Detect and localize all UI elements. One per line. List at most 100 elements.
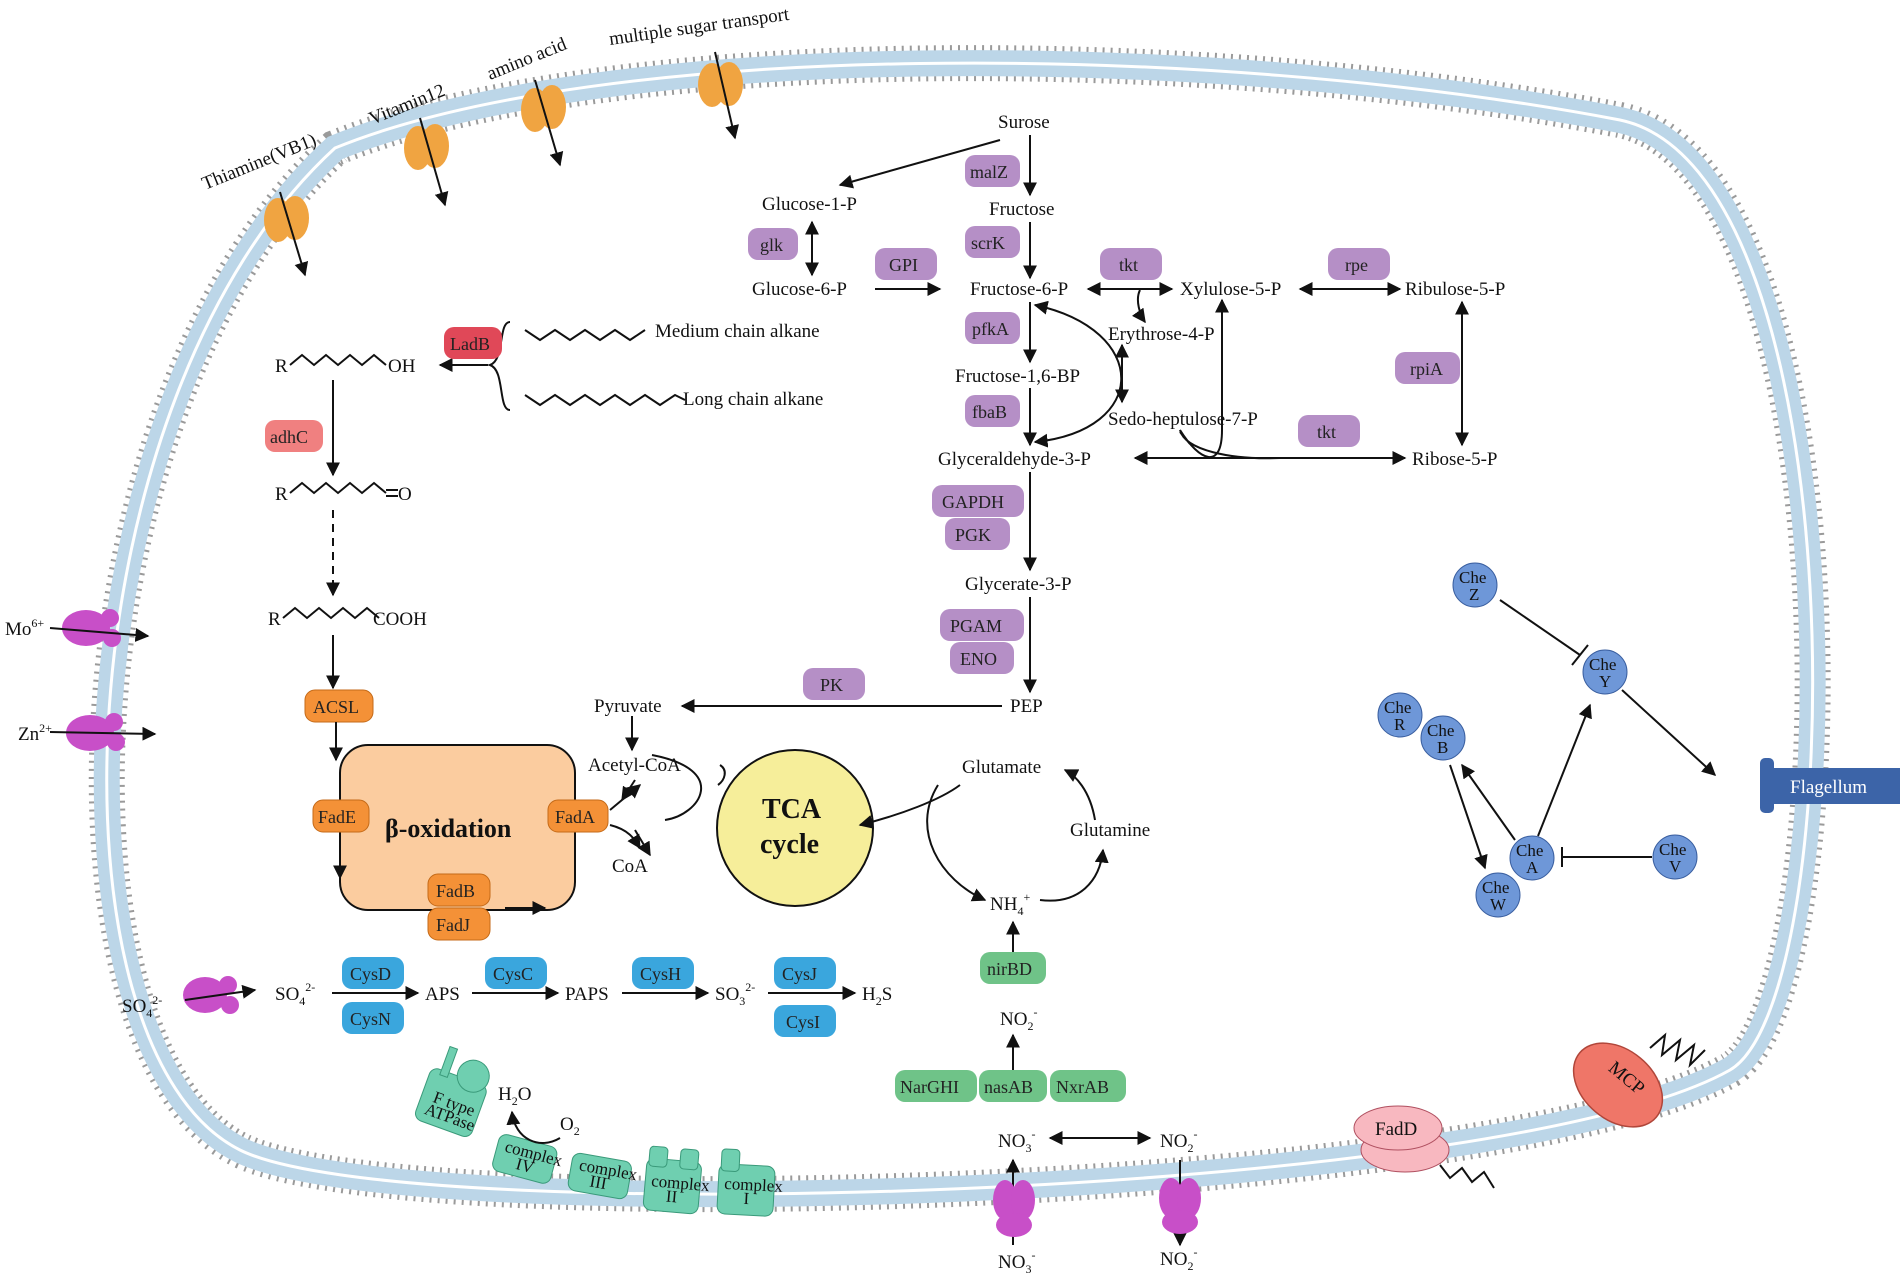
sulfur-metabolism: SO42- APS PAPS SO32- H2S CysD CysN CysC …: [275, 957, 892, 1037]
complex-iv-label: IV: [514, 1154, 537, 1177]
r-label-3: R: [268, 609, 281, 630]
enzyme-adhC: adhC: [270, 427, 308, 447]
enzyme-CysI: CysI: [786, 1012, 820, 1032]
zn-charge: 2+: [39, 721, 52, 735]
enzyme-scrK: scrK: [971, 233, 1005, 253]
chemotaxis: Che Z Che Y Che R Che B Che A Che W: [1353, 562, 1900, 1189]
svg-text:V: V: [1669, 857, 1682, 876]
glucose1p-label: Glucose-1-P: [762, 194, 857, 215]
enzyme-FadB: FadB: [436, 881, 475, 901]
enzyme-malZ: malZ: [970, 162, 1008, 182]
svg-text:Che: Che: [1459, 568, 1486, 587]
acetylcoa-label: Acetyl-CoA: [588, 755, 681, 776]
svg-text:Che: Che: [1516, 841, 1543, 860]
enzyme-PGAM: PGAM: [950, 616, 1002, 636]
no2-transporter: [1159, 1178, 1201, 1234]
complex-ii-label: II: [665, 1187, 678, 1207]
mo-label: Mo: [5, 619, 31, 640]
r-label-1: R: [275, 356, 288, 377]
glucose6p-label: Glucose-6-P: [752, 279, 847, 300]
h2s-label: H: [862, 984, 876, 1005]
svg-text:SO32-: SO32-: [715, 980, 755, 1008]
che-v: Che V: [1652, 834, 1698, 880]
svg-text:R: R: [1394, 715, 1406, 734]
no2-label: NO: [1000, 1009, 1027, 1030]
enzyme-glk: glk: [760, 235, 783, 255]
nitrogen-metabolism: Glutamate Glutamine NH4+ NO2- NO3- NO2- …: [858, 757, 1201, 1275]
complex-i-label: I: [743, 1189, 750, 1208]
svg-text:W: W: [1490, 895, 1507, 914]
so3-label: SO: [715, 984, 739, 1005]
flagellum: Flagellum: [1760, 758, 1900, 813]
che-y: Che Y: [1582, 649, 1628, 695]
o2-label: O: [560, 1114, 574, 1135]
enzyme-GPI: GPI: [889, 255, 918, 275]
glycerate3p-label: Glycerate-3-P: [965, 574, 1072, 595]
no3-label: NO: [998, 1131, 1025, 1152]
glutamate-label: Glutamate: [962, 757, 1041, 778]
surose-label: Surose: [998, 112, 1050, 133]
svg-text:O2: O2: [560, 1114, 580, 1138]
svg-text:complex: complex: [724, 1174, 784, 1196]
sedo7p-label: Sedo-heptulose-7-P: [1108, 409, 1258, 430]
complex-II: complex II: [642, 1145, 711, 1215]
oh-label: OH: [388, 356, 416, 377]
svg-text:H2O: H2O: [498, 1084, 531, 1108]
svg-text:NO2-: NO2-: [1160, 1245, 1197, 1273]
fadd-label: FadD: [1375, 1119, 1417, 1140]
svg-text:Che: Che: [1427, 721, 1454, 740]
beta-oxidation-label: β-oxidation: [385, 814, 512, 843]
svg-text:NO2-: NO2-: [1160, 1127, 1197, 1155]
erythrose4p-label: Erythrose-4-P: [1108, 324, 1215, 345]
beta-oxidation: β-oxidation FadE FadA FadB FadJ: [312, 744, 642, 941]
tca-cycle: TCA cycle: [716, 749, 874, 907]
complex-I: complex I: [716, 1148, 784, 1217]
fructose6p-label: Fructose-6-P: [970, 279, 1068, 300]
flagellum-label: Flagellum: [1790, 777, 1867, 798]
complex-iii-label: III: [588, 1171, 608, 1193]
svg-text:Che: Che: [1482, 878, 1509, 897]
sugar-transport-label: multiple sugar transport: [608, 4, 791, 50]
svg-text:Mo6+: Mo6+: [5, 616, 44, 640]
so4-out-label: SO: [122, 996, 146, 1017]
svg-text:Y: Y: [1599, 672, 1611, 691]
enzyme-nasAB: nasAB: [984, 1077, 1033, 1097]
enzyme-CysD: CysD: [350, 964, 391, 984]
svg-text:SO42-: SO42-: [275, 980, 315, 1008]
no2-right-label: NO: [1160, 1131, 1187, 1152]
enzyme-ENO: ENO: [960, 649, 997, 669]
enzyme-PGK: PGK: [955, 525, 991, 545]
che-a: Che A: [1509, 835, 1555, 881]
fadd-protein: FadD: [1353, 1105, 1495, 1189]
aps-label: APS: [425, 984, 460, 1005]
nh4-label: NH: [990, 894, 1018, 915]
enzyme-tkt-1: tkt: [1119, 255, 1138, 275]
complex-III: complex III: [567, 1152, 639, 1200]
enzyme-FadA: FadA: [555, 807, 595, 827]
ribulose5p-label: Ribulose-5-P: [1405, 279, 1505, 300]
coa-label: CoA: [612, 856, 648, 877]
enzyme-pfkA: pfkA: [972, 319, 1009, 339]
long-alkane-label: Long chain alkane: [683, 389, 823, 410]
svg-text:Che: Che: [1384, 698, 1411, 717]
enzyme-CysH: CysH: [640, 964, 681, 984]
so4-transporter: SO42-: [122, 976, 257, 1020]
no2-in-label: NO: [1160, 1249, 1187, 1270]
complex-IV: complex IV: [492, 1134, 565, 1184]
enzyme-CysN: CysN: [350, 1009, 391, 1029]
svg-text:NO2-: NO2-: [1000, 1005, 1037, 1033]
h2o-label: H: [498, 1084, 512, 1105]
o-label: O: [398, 484, 412, 505]
zn-label: Zn: [18, 724, 40, 745]
svg-text:SO42-: SO42-: [122, 993, 162, 1020]
glycolysis-pathway: Surose Fructose Glucose-1-P Glucose-6-P …: [588, 112, 1505, 877]
enzyme-rpe: rpe: [1345, 255, 1368, 275]
svg-text:Z: Z: [1469, 585, 1479, 604]
no3-in-label: NO: [998, 1252, 1025, 1273]
svg-text:H2S: H2S: [862, 984, 892, 1008]
xylulose5p-label: Xylulose-5-P: [1180, 279, 1281, 300]
enzyme-LadB: LadB: [450, 334, 490, 354]
enzyme-rpiA: rpiA: [1410, 359, 1443, 379]
svg-text:Zn2+: Zn2+: [18, 721, 52, 745]
pep-label: PEP: [1010, 696, 1043, 717]
